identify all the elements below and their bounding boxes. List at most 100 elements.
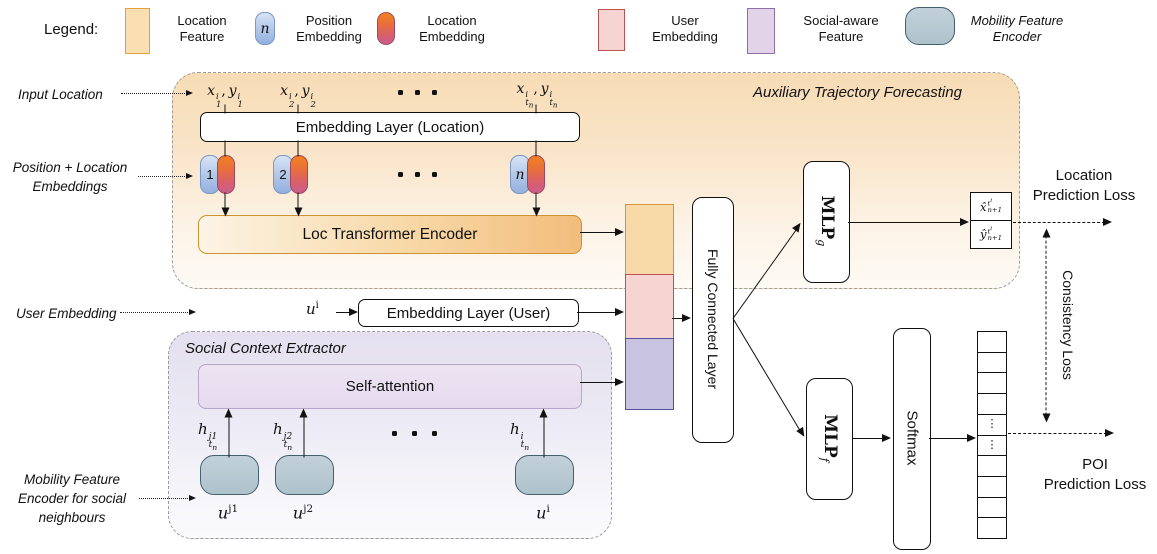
poi-probability-vector: ⋮ ⋮ <box>977 331 1007 540</box>
arrow-useremb-block <box>577 308 624 317</box>
arrow-mlpg-pred <box>848 218 969 227</box>
arrow-pilln-transformer <box>535 192 537 215</box>
arrow-attn-block <box>580 378 624 387</box>
poi-cell <box>977 351 1007 374</box>
location-feature-block <box>625 204 674 276</box>
legend-social-aware-swatch <box>747 8 775 54</box>
ellipsis-dot <box>415 172 420 177</box>
ellipsis-dot <box>432 90 437 95</box>
arrow-pill2-transformer <box>297 192 299 215</box>
arrow-location-loss <box>1013 218 1112 227</box>
line-coord1 <box>224 104 226 114</box>
loc-transformer-encoder: Loc Transformer Encoder <box>198 215 582 254</box>
ellipsis-dot <box>432 431 437 436</box>
legend-mobility-encoder-icon <box>905 7 955 45</box>
fully-connected-layer <box>692 197 734 443</box>
ellipsis-dot <box>392 431 397 436</box>
location-embedding-2 <box>290 155 308 194</box>
mlp-f <box>806 378 853 500</box>
location-embedding-1 <box>217 155 235 194</box>
consistency-loss-label: Consistency Loss <box>1060 270 1076 380</box>
arrow-pill1-transformer <box>224 192 226 215</box>
line-emb1 <box>224 140 226 157</box>
social-context-title: Social Context Extractor <box>185 340 346 357</box>
user-i-symbol: ui <box>536 503 550 523</box>
social-aware-feature-block <box>625 338 674 410</box>
position-location-embeddings-label: Position + Location Embeddings <box>12 160 128 194</box>
ellipsis-dot <box>398 90 403 95</box>
user-embedding-block <box>625 274 674 340</box>
line-emb2 <box>297 140 299 157</box>
poi-cell <box>977 455 1007 478</box>
line-embn <box>535 140 537 157</box>
poi-cell <box>977 517 1007 540</box>
poi-cell <box>977 393 1007 415</box>
legend-position-embedding-icon: n <box>255 12 275 45</box>
line-coord2 <box>297 104 299 114</box>
poi-cell: ⋮ <box>977 413 1007 436</box>
poi-cell: ⋮ <box>977 434 1007 457</box>
ellipsis-dot <box>398 172 403 177</box>
legend-user-embedding-swatch <box>598 9 625 51</box>
legend-location-embedding-icon <box>377 12 395 45</box>
location-embedding-n <box>527 155 545 194</box>
embedding-layer-user: Embedding Layer (User) <box>358 299 579 327</box>
arrow-block-fc <box>672 314 691 323</box>
arrow-mlpf-softmax <box>852 434 891 443</box>
mobility-encoder-label: Mobility Feature Encoder for social neig… <box>17 472 127 525</box>
arrow-user-embedding <box>336 308 358 317</box>
arrow-enc2-attn <box>303 410 305 458</box>
mobility-encoder-j2 <box>275 455 334 495</box>
arrow-enc1-attn <box>228 410 230 458</box>
leader-pos-loc <box>138 173 193 179</box>
mlp-g <box>803 161 850 283</box>
input-location-label: Input Location <box>18 87 103 102</box>
arrow-transformer-block <box>580 228 624 237</box>
mobility-encoder-i <box>515 455 574 495</box>
softmax <box>893 328 931 550</box>
fully-connected-layer-label: Fully Connected Layer <box>705 248 721 390</box>
arrow-fc-mlpf <box>732 318 804 436</box>
poi-cell <box>977 372 1007 395</box>
user-symbol: ui <box>306 300 319 318</box>
arrow-consistency-loss <box>1045 230 1047 421</box>
arrow-enc3-attn <box>543 410 545 458</box>
mobility-encoder-j1 <box>200 455 259 495</box>
self-attention: Self-attention <box>198 364 582 409</box>
poi-cell <box>977 475 1007 498</box>
user-embedding-label: User Embedding <box>16 306 117 321</box>
ellipsis-dot <box>432 172 437 177</box>
poi-cell <box>977 496 1007 519</box>
legend-location-feature-swatch <box>125 8 150 54</box>
auxiliary-trajectory-title: Auxiliary Trajectory Forecasting <box>753 84 962 101</box>
embedding-layer-location: Embedding Layer (Location) <box>200 112 580 142</box>
mlp-f-label: MLPf <box>817 414 841 462</box>
mlp-g-label: MLPg <box>814 195 838 247</box>
legend-title: Legend: <box>44 21 99 38</box>
arrow-poi-loss <box>1008 429 1114 438</box>
line-coordn <box>535 104 537 114</box>
ellipsis-dot <box>415 90 420 95</box>
arrow-softmax-poivec <box>929 434 976 443</box>
leader-mobility <box>139 495 196 501</box>
poi-cell <box>977 331 1007 353</box>
ellipsis-dot <box>412 431 417 436</box>
leader-input-location <box>121 90 193 96</box>
softmax-label: Softmax <box>903 410 921 466</box>
user-j2-symbol: uj2 <box>292 503 314 523</box>
